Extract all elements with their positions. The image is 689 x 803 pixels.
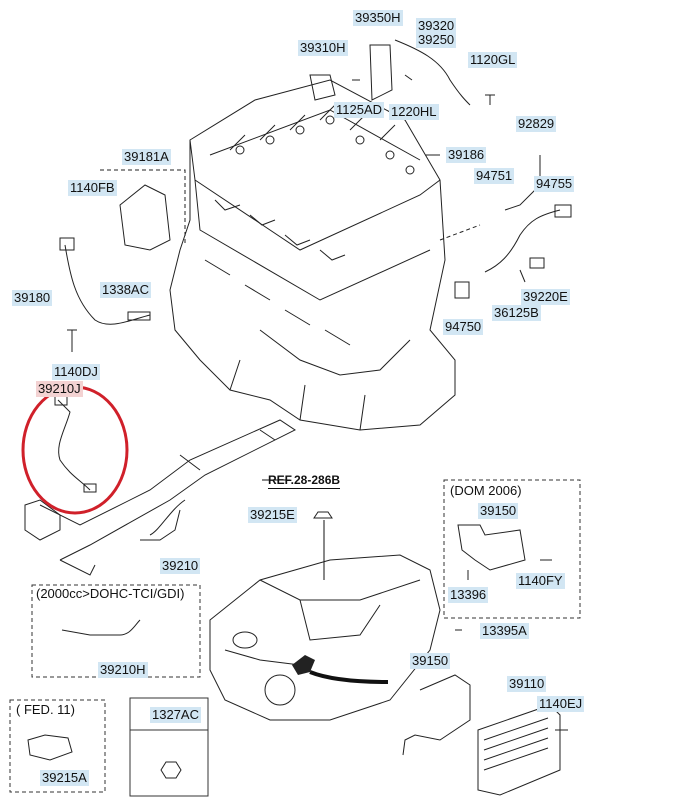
label-39210[interactable]: 39210 bbox=[160, 558, 201, 574]
label-1140DJ[interactable]: 1140DJ bbox=[52, 364, 100, 380]
label-92829[interactable]: 92829 bbox=[516, 116, 557, 132]
label-39215A[interactable]: 39215A bbox=[40, 770, 89, 786]
sensor-94750 bbox=[454, 281, 470, 299]
label-1140EJ[interactable]: 1140EJ bbox=[537, 696, 585, 712]
label-39310H[interactable]: 39310H bbox=[298, 40, 348, 56]
fed-11-title: ( FED. 11) bbox=[16, 702, 75, 718]
cam-cover-bolts bbox=[235, 115, 415, 175]
oxygen-sensor-39210 bbox=[140, 509, 181, 541]
clip-39215E bbox=[313, 511, 333, 519]
label-1120GL[interactable]: 1120GL bbox=[468, 52, 518, 68]
vehicle-outline bbox=[209, 554, 441, 721]
label-1140FY[interactable]: 1140FY bbox=[516, 573, 565, 589]
label-39181A[interactable]: 39181A bbox=[122, 149, 171, 165]
label-94751[interactable]: 94751 bbox=[474, 168, 515, 184]
bracket-39350H bbox=[369, 44, 393, 101]
label-94750[interactable]: 94750 bbox=[443, 319, 484, 335]
ecm-bracket-dom bbox=[457, 524, 526, 571]
nut-1327ac-box bbox=[129, 697, 209, 797]
oxygen-sensor-39180 bbox=[64, 244, 151, 325]
label-39150-dom[interactable]: 39150 bbox=[478, 503, 519, 519]
label-1327AC[interactable]: 1327AC bbox=[150, 707, 201, 723]
label-39320[interactable]: 39320 bbox=[416, 18, 457, 34]
wire-39320 bbox=[394, 39, 471, 106]
reference-label[interactable]: REF.28-286B bbox=[268, 473, 341, 489]
heat-shield bbox=[119, 184, 171, 251]
ecm-bracket bbox=[402, 674, 471, 756]
clip-39215A bbox=[27, 734, 73, 761]
fed-11-box bbox=[9, 699, 106, 793]
label-1140FB[interactable]: 1140FB bbox=[68, 180, 117, 196]
nut-1327ac bbox=[160, 761, 182, 779]
sensor-39310H bbox=[309, 74, 336, 101]
label-39250[interactable]: 39250 bbox=[416, 32, 457, 48]
label-1338AC[interactable]: 1338AC bbox=[100, 282, 151, 298]
ecm-location-marker bbox=[292, 655, 315, 675]
dom-2006-box bbox=[443, 479, 581, 619]
label-39210J[interactable]: 39210J bbox=[36, 381, 83, 397]
exhaust-pipe bbox=[39, 419, 296, 561]
highlight-circle bbox=[21, 385, 129, 515]
label-39150[interactable]: 39150 bbox=[410, 653, 451, 669]
label-39215E[interactable]: 39215E bbox=[248, 507, 297, 523]
label-1220HL[interactable]: 1220HL bbox=[389, 104, 439, 120]
pointer-arrow bbox=[309, 670, 389, 684]
label-39210H[interactable]: 39210H bbox=[98, 662, 148, 678]
label-13395A[interactable]: 13395A bbox=[480, 623, 529, 639]
label-39186[interactable]: 39186 bbox=[446, 147, 487, 163]
label-39110[interactable]: 39110 bbox=[507, 676, 547, 692]
harness-94755 bbox=[484, 155, 561, 273]
label-1125AD[interactable]: 1125AD bbox=[334, 102, 385, 118]
engine-block bbox=[169, 79, 456, 431]
dom-2006-title: (DOM 2006) bbox=[450, 483, 522, 499]
label-36125B[interactable]: 36125B bbox=[492, 305, 541, 321]
label-39180[interactable]: 39180 bbox=[12, 290, 53, 306]
label-39220E[interactable]: 39220E bbox=[521, 289, 570, 305]
label-39350H[interactable]: 39350H bbox=[353, 10, 403, 26]
engine-variant-title: (2000cc>DOHC-TCI/GDI) bbox=[36, 586, 185, 602]
label-13396[interactable]: 13396 bbox=[448, 587, 489, 603]
oxygen-sensor-39210J bbox=[57, 399, 91, 491]
oxygen-sensor-39210H bbox=[61, 619, 141, 636]
label-94755[interactable]: 94755 bbox=[534, 176, 575, 192]
